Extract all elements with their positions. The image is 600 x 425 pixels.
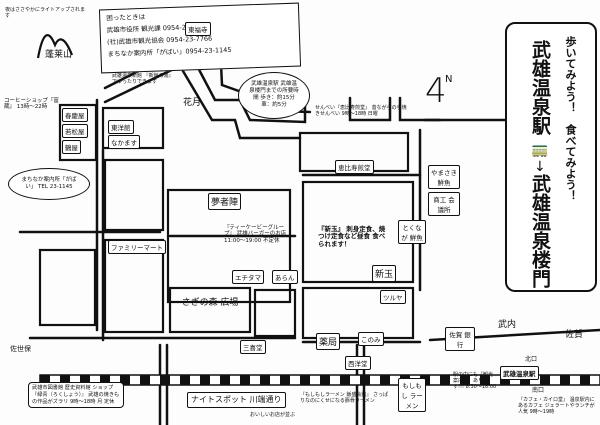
eat-text: 食べてみよう！ [564,124,577,201]
place-tsuruya[interactable]: 鶴屋 [62,140,81,154]
railway-stripe [160,375,170,385]
railway-stripe [320,375,330,385]
travel-time-bubble: 武雄温泉駅 武雄温泉楼門までの所要時間 歩き：約15分 車：約5分 [238,72,310,119]
place-wakamatsuya[interactable]: 若松屋 [62,124,88,138]
north-arrow-icon: 4 [425,71,447,111]
place-takeuchi[interactable]: 武内 [498,320,517,330]
station-north-exit: 北口 [525,356,538,363]
railway-stripe [260,375,270,385]
library-note: 武雄市図書館 歴史資料館 ショップ『緑青（ろくしょう）』 武雄の焼きもの作品がズ… [28,382,124,409]
railway-stripe [100,375,110,385]
origin-station: 武雄温泉駅 [529,40,551,135]
railway-stripe [240,375,250,385]
place-tofukuji[interactable]: 東福寺 [185,22,211,36]
place-konomi[interactable]: このみ [358,332,384,346]
mountain-outline [36,34,74,59]
railway-stripe [300,375,310,385]
place-tokunaga-fish[interactable]: とくなが 鮮魚 [398,220,426,244]
place-aran[interactable]: あらん [272,270,298,284]
place-saga-bank[interactable]: 佐賀 銀行 [445,327,475,351]
road-main-horizontal [18,173,422,238]
place-ebisu-sendo[interactable]: 恵比寿煎堂 [335,160,374,174]
railway-stripe [440,375,450,385]
cafe-note: 『カフェ・カイロ堂』 温泉駅内にあるカフェ ジェラートやランチが人気 9時～19… [518,397,595,415]
railway-stripe [580,375,590,385]
arrow-down-icon: ↓ [534,159,546,175]
station-south-exit: 南口 [532,387,545,394]
block-center [166,188,292,304]
place-tsuruya-2[interactable]: ツルヤ [380,290,406,304]
place-yamasaki-fish[interactable]: やまさき 鮮魚 [428,165,460,189]
block-left-lower [38,248,97,327]
place-shunkeiya[interactable]: 春慶屋 [62,108,88,122]
place-pharmacy[interactable]: 薬局 [316,333,341,350]
railway-stripe [280,375,290,385]
mountain-label: 蓬莱山 [45,50,73,60]
place-familymart[interactable]: ファミリーマート [108,240,166,254]
title-banner: 歩いてみよう！ 武雄温泉駅 🚃 ↓ 食べてみよう！ 武雄温泉楼門 [505,22,597,292]
railway-stripe [380,375,390,385]
railway-stripe [340,375,350,385]
railway-stripe [560,375,570,385]
block-sankido [253,288,297,338]
railway-stripe [180,375,190,385]
kawabata-note: おいしいお店が並ぶ [250,412,296,418]
place-sagi-no-mori-park[interactable]: さぎの森 広場 [181,298,239,308]
railway-stripe [80,375,90,385]
place-moshimoshi-ramen[interactable]: もしもし ラーメン [398,378,426,412]
place-toyokan[interactable]: 東洋館 [108,120,134,134]
train-icon: 🚃 [531,142,549,158]
railway-stripe [140,375,150,385]
walk-text: 歩いてみよう！ [564,36,577,113]
railway-stripe [460,375,470,385]
shinkan-note: 武雄温泉新館 『新館の湯』でゆったりできます [112,73,172,85]
railway-stripe [60,375,70,385]
place-takeo-onsen-station[interactable]: 武雄温泉駅 [500,366,539,380]
burger-shop-note: 『ティーケービーグループ』 武雄バーガーのお店 11:00～19:00 不定休 [224,225,287,244]
coffee-shop-note: コーヒーショップ『富蔵』 13時～22時 [4,98,59,111]
gabai-info-bubble: まちなか案内所「がばい」 TEL 23-1145 [8,168,90,201]
senbei-note: せんべい『恵比寿煎堂』 昔ながらの手焼きせんべい 9時～18時 日曜 [315,105,407,117]
railway-stripe [120,375,130,385]
block-left-mid [103,158,165,232]
railway-stripe [200,375,210,385]
place-shingyoku[interactable]: 新玉 [372,265,397,282]
destination-romon: 武雄温泉楼門 [529,174,551,288]
place-kagetsu[interactable]: 花月 [183,98,202,108]
nightspot-kawabata-street[interactable]: ナイトスポット 川端通り [187,392,286,409]
direction-sasebo: 佐世保 [10,345,31,353]
place-sankido[interactable]: 三喜堂 [240,340,266,354]
station-info-note: 駅の中にも『観光案内所』あります!!! 8:30～18:00 [453,372,497,390]
road-diagonal-lower [103,64,302,140]
mountain-note: 夜はささやかにライトアップされます [5,7,86,19]
block-ryokan [58,103,98,162]
north-label: N [445,74,453,85]
railway-stripe [520,375,530,385]
place-seiyodo[interactable]: 西洋堂 [345,356,371,370]
shingyoku-note: 『新玉』 刺身定食、焼つけ定食など昼食 食べられます！ [318,225,386,248]
direction-saga: 佐賀 [565,330,584,340]
railway-stripe [480,375,490,385]
place-mushajin[interactable]: 夢者陣 [208,193,242,210]
railway-stripe [220,375,230,385]
railway-stripe [360,375,370,385]
block-sagi [168,286,252,334]
place-chamber-of-commerce[interactable]: 商工 会議所 [428,192,460,216]
ramen-note: 『もしもしラーメン 飯盛会館』 さっぱりなのにくせになる豚骨ラーメン [300,392,388,404]
place-echitama[interactable]: エチタマ [232,270,264,284]
place-nakamasu[interactable]: なかます [108,135,140,149]
railway-stripe [40,375,50,385]
contact-info-panel: 困ったときは 武雄市役所 観光課 0954-23-9237 (社)武雄市観光協会… [98,2,302,74]
railway-stripe [540,375,550,385]
railway-stripe [500,375,510,385]
